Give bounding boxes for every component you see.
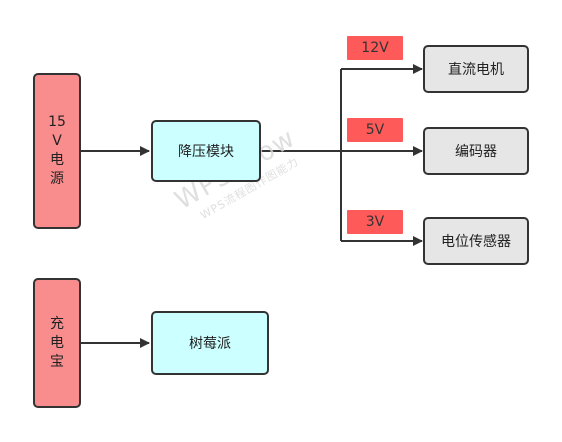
- node-raspberry-pi[interactable]: 树莓派: [151, 311, 269, 375]
- node-15v-char-4: 源: [49, 171, 64, 187]
- node-buck-label: 降压模块: [178, 144, 234, 160]
- node-encoder-label: 编码器: [455, 144, 497, 160]
- node-encoder[interactable]: 编码器: [423, 127, 529, 175]
- node-pot-sensor-label: 电位传感器: [441, 234, 511, 250]
- voltage-tag-12v: 12V: [347, 36, 403, 60]
- node-15v-char-3: 电: [49, 152, 64, 168]
- node-powerbank-char-3: 宝: [50, 353, 64, 370]
- node-powerbank-char-1: 充: [50, 315, 64, 332]
- node-raspberry-pi-label: 树莓派: [189, 336, 231, 352]
- voltage-tag-5v-label: 5V: [365, 122, 385, 138]
- node-dc-motor[interactable]: 直流电机: [423, 45, 529, 93]
- voltage-tag-3v-label: 3V: [365, 214, 385, 230]
- voltage-tag-5v: 5V: [347, 118, 403, 142]
- node-powerbank-char-2: 电: [50, 334, 64, 351]
- node-powerbank[interactable]: 充 电 宝: [33, 278, 81, 408]
- voltage-tag-12v-label: 12V: [361, 40, 389, 56]
- node-15v-char-1: 15: [48, 114, 66, 130]
- node-15v-power[interactable]: 15 V 电 源: [33, 73, 81, 229]
- node-15v-char-2: V: [52, 133, 62, 149]
- voltage-tag-3v: 3V: [347, 210, 403, 234]
- node-pot-sensor[interactable]: 电位传感器: [423, 217, 529, 265]
- node-dc-motor-label: 直流电机: [448, 62, 504, 78]
- node-buck-module[interactable]: 降压模块: [151, 120, 261, 182]
